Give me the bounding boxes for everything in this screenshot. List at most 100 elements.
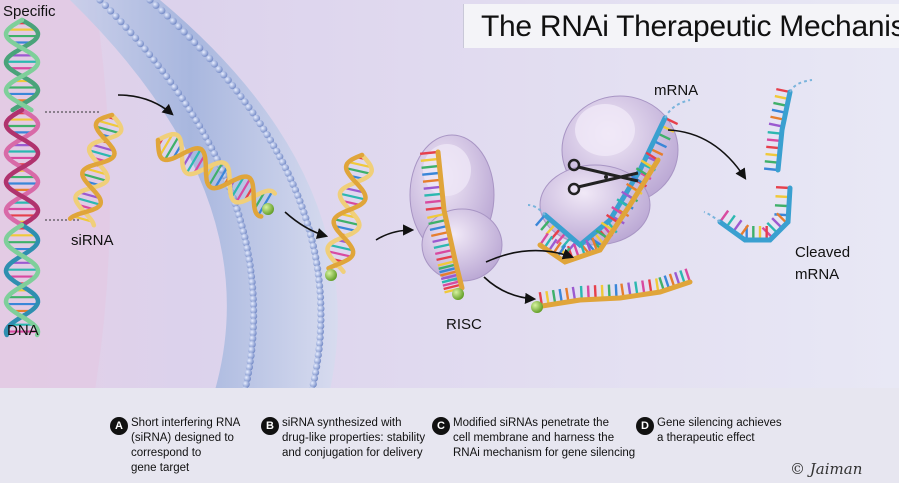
step-line: a therapeutic effect <box>657 432 755 444</box>
ligand-ball <box>531 301 543 313</box>
base-pair <box>207 161 224 187</box>
lipid-bead <box>189 111 197 119</box>
lipid-bead <box>185 105 193 113</box>
cell-membrane <box>70 0 338 390</box>
helix-backbone <box>3 222 41 338</box>
step-text: Short interfering RNA (siRNA) designed t… <box>131 416 240 476</box>
step-line: drug-like properties: stability <box>282 432 426 444</box>
step-text: Gene silencing achieves a therapeutic ef… <box>657 416 782 446</box>
lipid-bead <box>248 278 256 286</box>
base-pair <box>345 167 371 175</box>
title-panel: The RNAi Therapeutic Mechanism <box>463 4 899 48</box>
base-pair <box>348 160 372 169</box>
base <box>428 218 447 226</box>
step-c: C Modified siRNAs penetrate the cell mem… <box>432 416 635 461</box>
arrow-to-risc <box>375 224 415 241</box>
lipid-bead <box>249 335 257 343</box>
lipid-bead <box>199 127 207 136</box>
base <box>424 192 443 197</box>
step-b: B siRNA synthesized with drug-like prope… <box>261 416 425 461</box>
base <box>436 254 455 262</box>
base-pair <box>343 186 365 194</box>
lipid-bead <box>302 214 310 222</box>
base <box>419 150 439 156</box>
lipid-bead <box>242 239 250 247</box>
lipid-bead <box>169 17 177 25</box>
lipid-bead <box>196 44 204 52</box>
lipid-bead <box>300 208 308 216</box>
base-pair <box>257 190 274 216</box>
artist-signature: © Jaiman <box>790 460 863 478</box>
base-pair <box>97 119 122 129</box>
membrane-beads-inner <box>146 0 325 394</box>
helix-backbone <box>155 131 278 205</box>
lipid-bead <box>270 142 278 150</box>
step-text: Modified siRNAs penetrate the cell membr… <box>453 416 635 461</box>
step-badge: C <box>432 417 450 435</box>
lipid-bead <box>224 76 232 84</box>
guide-strand-bound <box>537 151 661 265</box>
lipid-bead <box>244 250 252 258</box>
arrow-to-cytoplasm <box>284 211 329 239</box>
lipid-bead <box>276 153 284 161</box>
step-badge: A <box>110 417 128 435</box>
lipid-bead <box>249 329 257 337</box>
base-pair <box>334 224 357 232</box>
lipid-bead <box>287 175 295 183</box>
lipid-bead <box>279 158 287 166</box>
lipid-bead <box>249 289 257 297</box>
lipid-bead <box>96 0 104 4</box>
step-line: correspond to <box>131 447 202 459</box>
lipid-bead <box>263 131 271 139</box>
lipid-bead <box>313 357 322 365</box>
lipid-bead <box>315 276 323 284</box>
lipid-bead <box>310 374 319 382</box>
step-badge: D <box>636 417 654 435</box>
lipid-bead <box>312 253 320 261</box>
lipid-bead <box>210 60 218 68</box>
base-pair <box>88 149 114 159</box>
step-legend: A Short interfering RNA (siRNA) designed… <box>0 388 899 483</box>
base-pair <box>79 191 100 200</box>
lipid-bead <box>241 233 249 241</box>
dna-helix <box>3 17 41 338</box>
ligand-ball <box>262 203 274 215</box>
lipid-bead <box>248 346 256 354</box>
base-pair <box>328 243 354 252</box>
step-text: siRNA synthesized with drug-like propert… <box>282 416 425 461</box>
label-cleaved-mrna: mRNA <box>795 266 840 283</box>
cleaved-mrna <box>703 79 813 243</box>
lipid-bead <box>238 222 246 230</box>
lipid-bead <box>249 323 257 331</box>
lipid-bead <box>249 109 257 117</box>
lipid-bead <box>132 34 140 42</box>
base-pair <box>159 133 174 157</box>
lipid-bead <box>250 306 258 314</box>
strand-backbone <box>717 185 793 243</box>
lipid-bead <box>246 261 254 269</box>
base-pair <box>81 172 108 182</box>
lipid-bead <box>273 147 281 155</box>
helix-backbone <box>325 152 374 274</box>
base-pair <box>339 192 366 201</box>
base-pair <box>85 167 108 176</box>
lipid-bead <box>236 216 244 224</box>
lipid-bead <box>247 272 256 281</box>
base <box>443 283 462 291</box>
lipid-bead <box>122 23 130 31</box>
helix-backbone <box>3 107 41 228</box>
helix-backbone <box>67 112 117 221</box>
lipid-bead <box>266 136 274 144</box>
base <box>427 212 446 220</box>
lipid-bead <box>309 242 317 250</box>
base <box>437 259 456 267</box>
lipid-bead <box>195 122 204 130</box>
lipid-bead <box>248 340 256 348</box>
lipid-bead <box>296 197 304 205</box>
lipid-bead <box>316 334 324 342</box>
base <box>420 157 439 163</box>
lipid-bead <box>112 12 120 20</box>
released-strand <box>538 268 693 309</box>
base <box>439 266 458 274</box>
